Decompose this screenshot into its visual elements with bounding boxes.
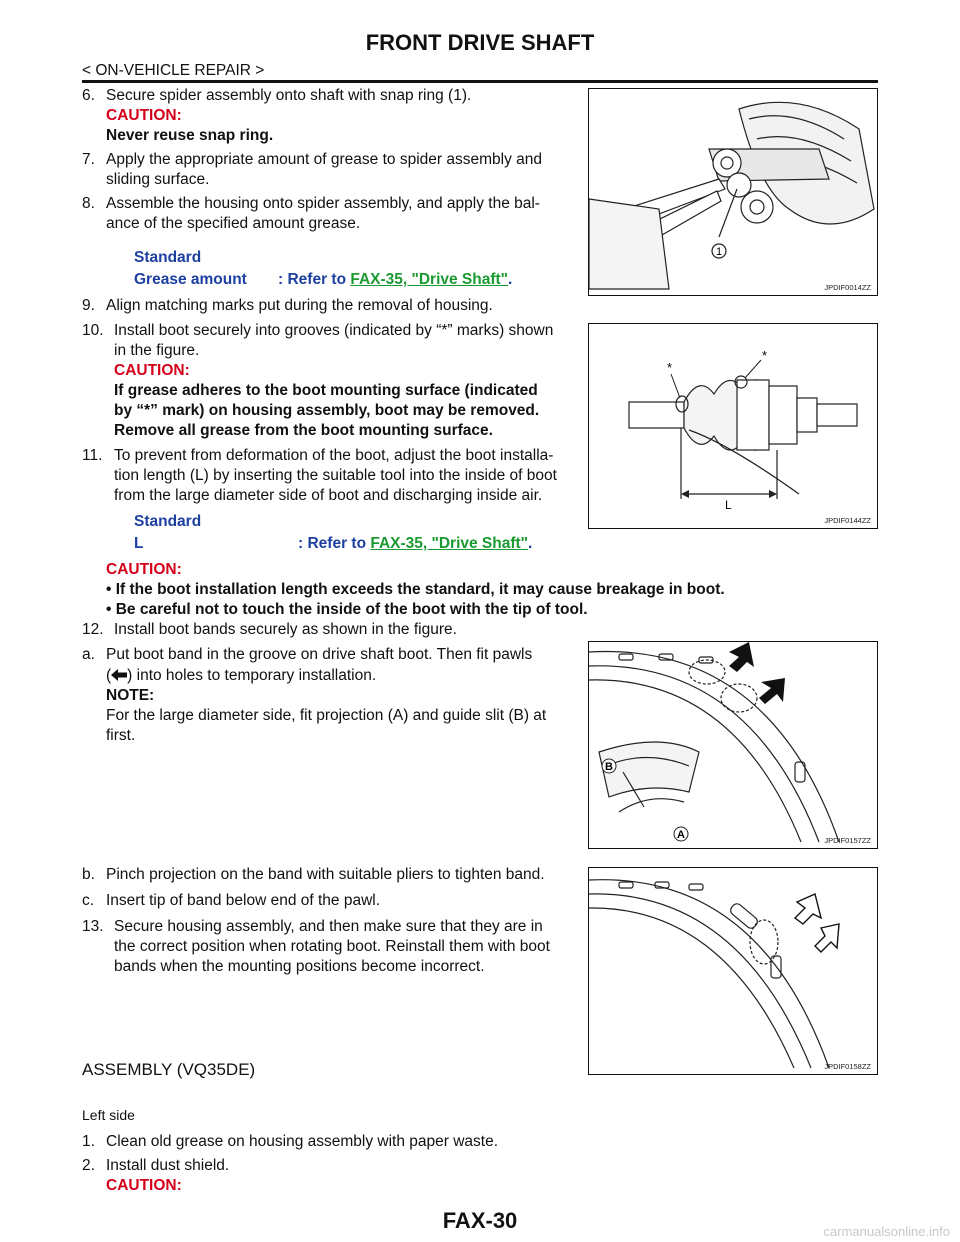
- step-b-text: Pinch projection on the band with suitab…: [106, 866, 545, 883]
- pawl-arrow-icon: [111, 669, 128, 681]
- caution-bullet-1: • If the boot installation length exceed…: [106, 581, 725, 598]
- star-mark: *: [762, 348, 767, 363]
- spec-link[interactable]: FAX-35, "Drive Shaft": [370, 535, 529, 552]
- step-13-line1: Secure housing assembly, and then make s…: [114, 918, 543, 935]
- boot-band-illustration: B A: [588, 642, 840, 843]
- step-text: Secure spider assembly onto shaft with s…: [106, 87, 472, 104]
- step-11-line1: To prevent from deformation of the boot,…: [114, 447, 554, 464]
- step-13-number: 13.: [82, 918, 104, 935]
- figure-boot-band-final: JPDIF0158ZZ: [588, 867, 878, 1075]
- spec-value: : Refer to FAX-35, "Drive Shaft".: [278, 271, 513, 288]
- step-13-line3: bands when the mounting positions become…: [114, 958, 485, 975]
- assembly-step-2-number: 2.: [82, 1157, 95, 1174]
- step-8-line1: Assemble the housing onto spider assembl…: [106, 195, 540, 212]
- step-a-number: a.: [82, 646, 95, 663]
- step-7-line2: sliding surface.: [106, 171, 210, 188]
- label-a: A: [677, 829, 685, 841]
- assembly-step-1-text: Clean old grease on housing assembly wit…: [106, 1133, 499, 1150]
- header-rule: [82, 80, 878, 83]
- assembly-step-1-number: 1.: [82, 1133, 95, 1150]
- note-line2: first.: [106, 727, 136, 744]
- step-13-line2: the correct position when rotating boot.…: [114, 938, 550, 955]
- step-b-number: b.: [82, 866, 95, 883]
- step-9-text: Align matching marks put during the remo…: [106, 297, 493, 314]
- figure-id: JPDIF0157ZZ: [824, 836, 871, 845]
- step-c-number: c.: [82, 892, 95, 909]
- watermark: carmanualsonline.info: [823, 1224, 950, 1239]
- spec-link[interactable]: FAX-35, "Drive Shaft": [350, 271, 509, 288]
- step-7-number: 7.: [82, 151, 95, 168]
- boot-length-illustration: * * L: [628, 348, 858, 512]
- figure-boot-band-pawls: B A JPDIF0157ZZ: [588, 641, 878, 849]
- step-9-number: 9.: [82, 297, 95, 314]
- star-mark: *: [667, 360, 672, 375]
- step-7-line1: Apply the appropriate amount of grease t…: [106, 151, 542, 168]
- page-number: FAX-30: [442, 1208, 518, 1233]
- caution-label: CAUTION:: [106, 1177, 182, 1194]
- step-11-line3: from the large diameter side of boot and…: [114, 487, 543, 504]
- step-10-line2: in the figure.: [114, 342, 200, 359]
- step-12-text: Install boot bands securely as shown in …: [114, 621, 457, 638]
- caution-label: CAUTION:: [114, 362, 190, 379]
- boot-band-final-illustration: [588, 879, 840, 1069]
- caution-line2: by “*” mark) on housing assembly, boot m…: [114, 402, 540, 419]
- page-title: FRONT DRIVE SHAFT: [365, 30, 595, 55]
- step-10-number: 10.: [82, 322, 104, 339]
- note-line1: For the large diameter side, fit project…: [106, 707, 547, 724]
- label-b: B: [605, 761, 613, 773]
- caution-line1: If grease adheres to the boot mounting s…: [114, 382, 538, 399]
- step-11-number: 11.: [82, 447, 103, 464]
- figure-boot-length: * * L JPDIF0144ZZ: [588, 323, 878, 529]
- caution-label: CAUTION:: [106, 107, 182, 124]
- section-breadcrumb: < ON-VEHICLE REPAIR >: [82, 62, 265, 79]
- step-12-number: 12.: [82, 621, 104, 638]
- step-a-line1: Put boot band in the groove on drive sha…: [106, 646, 533, 663]
- figure-id: JPDIF0014ZZ: [824, 283, 871, 292]
- caution-text: Never reuse snap ring.: [106, 127, 274, 144]
- figure-spider-assembly: 1 JPDIF0014ZZ: [588, 88, 878, 296]
- note-label: NOTE:: [106, 687, 155, 704]
- caution-label: CAUTION:: [106, 561, 182, 578]
- step-number: 6.: [82, 87, 95, 104]
- assembly-heading: ASSEMBLY (VQ35DE): [82, 1060, 256, 1079]
- step-c-text: Insert tip of band below end of the pawl…: [106, 892, 381, 909]
- caution-line3: Remove all grease from the boot mounting…: [114, 422, 493, 439]
- step-a-line2: () into holes to temporary installation.: [106, 667, 377, 684]
- callout-1: 1: [716, 246, 722, 258]
- figure-id: JPDIF0158ZZ: [824, 1062, 871, 1071]
- spec-item: Grease amount: [134, 271, 247, 288]
- step-8-number: 8.: [82, 195, 95, 212]
- spec-standard-label: Standard: [134, 513, 202, 530]
- spec-standard-label: Standard: [134, 249, 202, 266]
- step-10-line1: Install boot securely into grooves (indi…: [114, 322, 554, 339]
- figure-id: JPDIF0144ZZ: [824, 516, 871, 525]
- spec-item: L: [134, 535, 144, 552]
- step-11-line2: tion length (L) by inserting the suitabl…: [114, 467, 557, 484]
- step-8-line2: ance of the specified amount grease.: [106, 215, 361, 232]
- spec-value: : Refer to FAX-35, "Drive Shaft".: [298, 535, 533, 552]
- step-6: 6. Secure spider assembly onto shaft wit…: [82, 86, 471, 106]
- dimension-label: L: [725, 498, 732, 512]
- assembly-subheading: Left side: [82, 1107, 135, 1123]
- assembly-step-2-text: Install dust shield.: [106, 1157, 230, 1174]
- spider-assembly-illustration: 1: [588, 101, 875, 290]
- caution-bullet-2: • Be careful not to touch the inside of …: [106, 601, 588, 618]
